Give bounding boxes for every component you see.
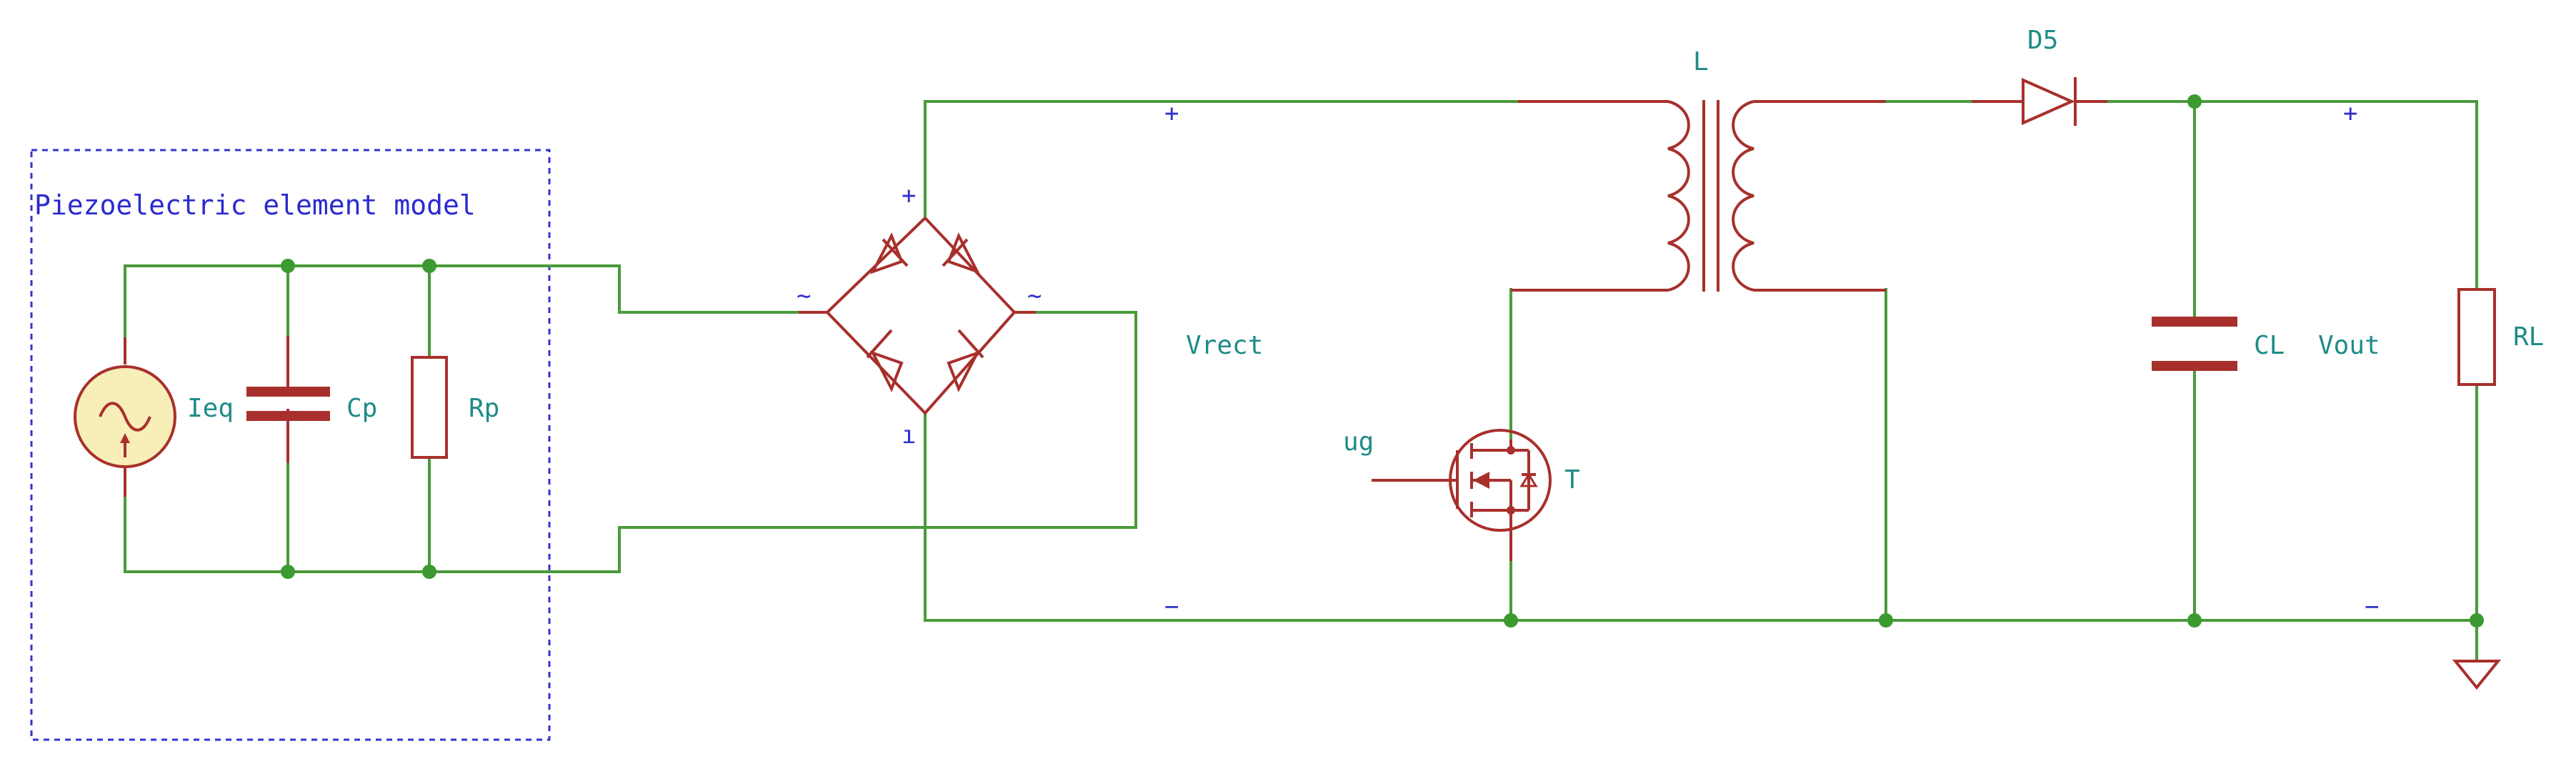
resistor-rp (411, 356, 448, 459)
ground-icon (2452, 660, 2502, 690)
label-vrect: Vrect (1186, 331, 1263, 360)
diode-bridge (799, 217, 1036, 415)
mosfet-t (1372, 429, 1552, 561)
label-cl: CL (2254, 331, 2285, 360)
vrect-minus: − (1164, 592, 1179, 621)
bridge-ac-right: ~ (1027, 282, 1042, 310)
bridge-neg: ı (902, 421, 916, 450)
label-rl: RL (2513, 322, 2544, 352)
label-t: T (1564, 465, 1580, 495)
resistor-rl (2457, 288, 2496, 386)
vrect-plus: + (1164, 99, 1179, 128)
label-ieq: Ieq (187, 394, 234, 423)
bridge-plus: + (902, 182, 916, 210)
label-vout: Vout (2318, 331, 2380, 360)
coupled-inductor (1511, 100, 1886, 292)
label-rp: Rp (469, 394, 499, 423)
label-l: L (1693, 47, 1709, 76)
label-d5: D5 (2027, 26, 2058, 55)
piezo-model-box (30, 149, 551, 741)
label-ug: ug (1343, 427, 1374, 457)
capacitor-cl (2152, 317, 2237, 371)
junctions (281, 94, 2484, 627)
vout-plus: + (2343, 99, 2357, 128)
bridge-ac-left: ~ (797, 282, 811, 310)
diode-d5 (1972, 77, 2107, 126)
wires (124, 100, 2478, 663)
vout-minus: − (2365, 592, 2379, 621)
current-source-ieq (74, 337, 176, 497)
piezo-model-title: Piezoelectric element model (34, 189, 476, 221)
label-cp: Cp (346, 394, 377, 423)
capacitor-cp (246, 336, 330, 463)
